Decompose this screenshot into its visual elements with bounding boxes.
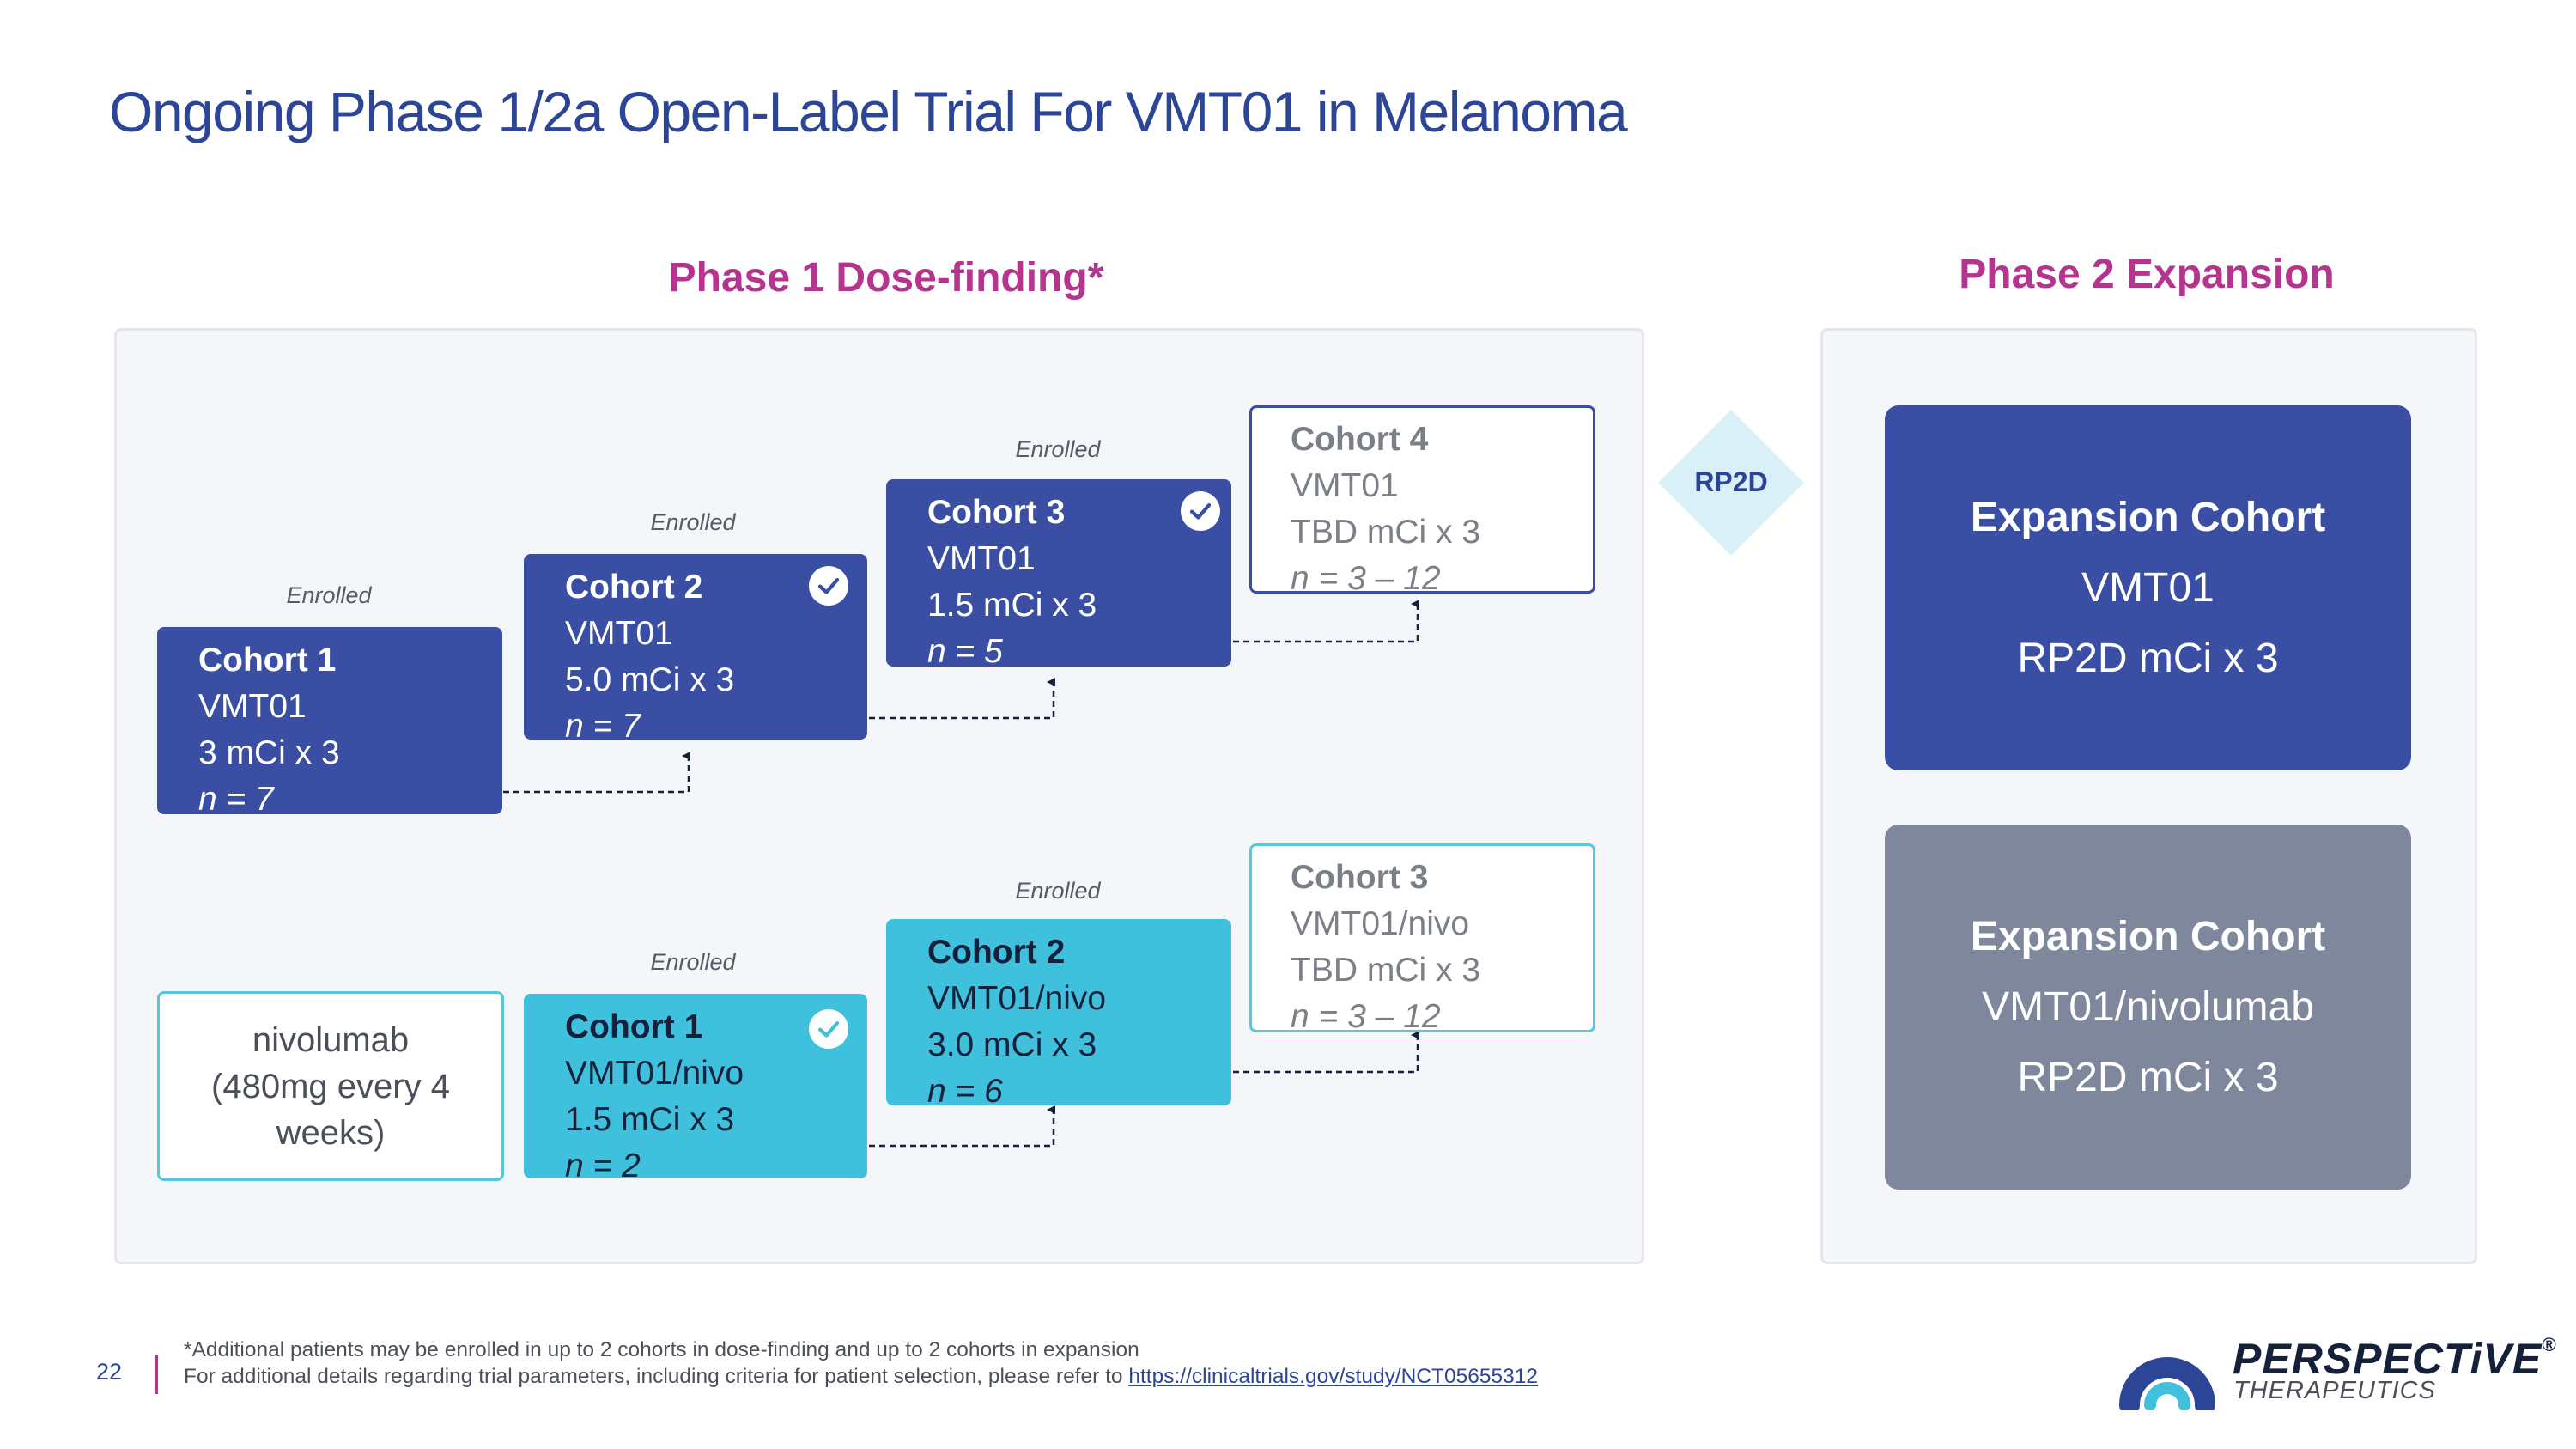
enrolled-label-mono-c3: Enrolled: [1015, 436, 1101, 462]
enrolled-label-mono-c2: Enrolled: [650, 509, 736, 535]
cohort-n: n = 3 – 12: [1291, 560, 1441, 597]
footnote-2: For additional details regarding trial p…: [184, 1365, 1538, 1389]
cohort-name: Cohort 4: [1291, 421, 1429, 458]
cohort-dose: 1.5 mCi x 3: [565, 1101, 735, 1138]
logo-registered: ®: [2542, 1334, 2557, 1355]
enrolled-label-mono-c1: Enrolled: [286, 582, 372, 608]
expansion-dose: RP2D mCi x 3: [2017, 1054, 2279, 1100]
cohort-name: Cohort 3: [927, 494, 1066, 531]
nivolumab-box: nivolumab (480mg every 4 weeks): [157, 991, 504, 1181]
cohort-mono-2: Cohort 2 VMT01 5.0 mCi x 3 n = 7: [524, 554, 867, 745]
cohort-drug: VMT01/nivo: [565, 1055, 744, 1092]
connector-mono-c3-c4: [1233, 600, 1419, 643]
clinicaltrials-link[interactable]: https://clinicaltrials.gov/study/NCT0565…: [1128, 1365, 1538, 1388]
expansion-cohort-vmt01: Expansion Cohort VMT01 RP2D mCi x 3: [1885, 405, 2411, 770]
page-title: Ongoing Phase 1/2a Open-Label Trial For …: [109, 80, 1628, 143]
nivolumab-line-2: (480mg every 4: [211, 1067, 450, 1105]
phase2-heading: Phase 2 Expansion: [1959, 252, 2335, 297]
check-circle-icon: [1181, 491, 1220, 531]
logo-wordmark: PERSPECTiVE®: [2233, 1334, 2556, 1384]
cohort-mono-4: Cohort 4 VMT01 TBD mCi x 3 n = 3 – 12: [1249, 405, 1595, 597]
phase1-heading: Phase 1 Dose-finding*: [668, 255, 1104, 301]
connector-combo-c2-c3: [1233, 1031, 1419, 1074]
enrolled-label-combo-c1: Enrolled: [650, 949, 736, 975]
expansion-dose: RP2D mCi x 3: [2017, 635, 2279, 681]
perspective-logo-icon: [2119, 1357, 2215, 1410]
cohort-mono-1: Cohort 1 VMT01 3 mCi x 3 n = 7: [157, 627, 502, 818]
cohort-drug: VMT01: [1291, 467, 1399, 504]
connector-mono-c2-c3: [869, 678, 1055, 720]
expansion-cohort-vmt01-nivolumab: Expansion Cohort VMT01/nivolumab RP2D mC…: [1885, 825, 2411, 1190]
enrolled-label-combo-c2: Enrolled: [1015, 878, 1101, 904]
cohort-combo-2: Cohort 2 VMT01/nivo 3.0 mCi x 3 n = 6: [886, 919, 1231, 1110]
footnote-1: *Additional patients may be enrolled in …: [184, 1338, 1139, 1361]
check-circle-icon: [809, 566, 848, 606]
cohort-n: n = 5: [927, 633, 1003, 670]
cohort-drug: VMT01: [198, 688, 307, 725]
cohort-dose: TBD mCi x 3: [1291, 514, 1481, 551]
cohort-dose: 5.0 mCi x 3: [565, 661, 735, 698]
page-number: 22: [96, 1359, 123, 1385]
cohort-name: Cohort 1: [198, 642, 337, 679]
nivolumab-line-1: nivolumab: [252, 1020, 410, 1059]
cohort-mono-3: Cohort 3 VMT01 1.5 mCi x 3 n = 5: [886, 479, 1231, 670]
cohort-name: Cohort 2: [927, 934, 1066, 971]
cohort-n: n = 3 – 12: [1291, 998, 1441, 1035]
cohort-dose: TBD mCi x 3: [1291, 952, 1481, 989]
cohort-name: Cohort 1: [565, 1008, 703, 1045]
cohort-n: n = 7: [565, 708, 641, 745]
cohort-n: n = 2: [565, 1148, 641, 1184]
expansion-drug: VMT01: [2081, 564, 2215, 611]
cohort-dose: 1.5 mCi x 3: [927, 587, 1097, 624]
cohort-drug: VMT01/nivo: [1291, 905, 1470, 942]
cohort-drug: VMT01/nivo: [927, 980, 1107, 1017]
connector-mono-c1-c2: [503, 752, 690, 794]
cohort-name: Cohort 2: [565, 569, 703, 606]
cohort-combo-1: Cohort 1 VMT01/nivo 1.5 mCi x 3 n = 2: [524, 994, 867, 1184]
expansion-name: Expansion Cohort: [1970, 913, 2326, 959]
cohort-name: Cohort 3: [1291, 859, 1429, 896]
nivolumab-line-3: weeks): [276, 1113, 386, 1152]
rp2d-label: RP2D: [1694, 466, 1768, 497]
connector-combo-c1-c2: [869, 1105, 1055, 1148]
logo-name: PERSPECTiVE: [2233, 1335, 2543, 1383]
footnote-2-text: For additional details regarding trial p…: [184, 1365, 1129, 1388]
cohort-combo-3: Cohort 3 VMT01/nivo TBD mCi x 3 n = 3 – …: [1249, 843, 1595, 1035]
cohort-n: n = 7: [198, 781, 274, 818]
cohort-drug: VMT01: [565, 615, 673, 652]
cohort-drug: VMT01: [927, 540, 1036, 577]
check-circle-icon: [809, 1009, 848, 1049]
expansion-drug: VMT01/nivolumab: [1982, 983, 2314, 1030]
cohort-n: n = 6: [927, 1073, 1003, 1110]
cohort-dose: 3.0 mCi x 3: [927, 1026, 1097, 1063]
expansion-name: Expansion Cohort: [1970, 494, 2326, 540]
cohort-dose: 3 mCi x 3: [198, 734, 340, 771]
logo-subtitle: THERAPEUTICS: [2233, 1377, 2436, 1404]
footer-divider: [155, 1355, 158, 1394]
